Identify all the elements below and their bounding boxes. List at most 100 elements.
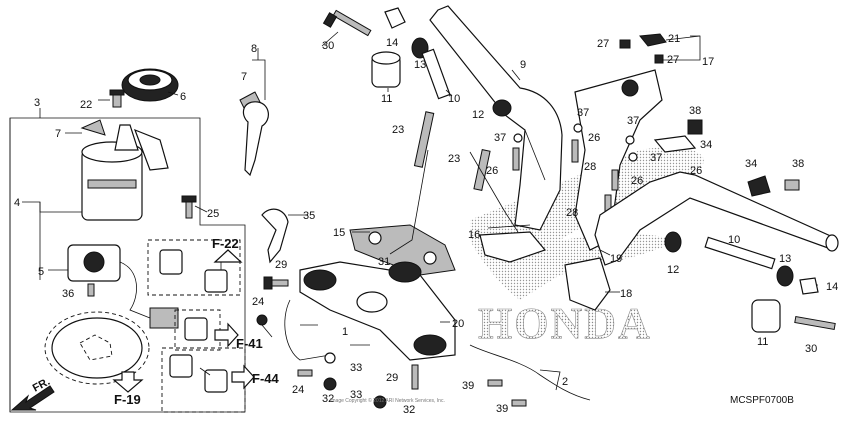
key-cap-part	[80, 91, 263, 136]
f22-detail-group	[147, 239, 243, 296]
callout-2: 2	[562, 376, 568, 388]
callout-12b: 12	[667, 264, 679, 276]
switch-cover-part	[121, 68, 179, 102]
callout-26d: 26	[690, 165, 702, 177]
lower-bolts-group	[297, 352, 527, 409]
honda-watermark-text: HONDA	[478, 299, 652, 348]
grip-11-top-part	[371, 51, 401, 88]
screw-22-part	[109, 89, 125, 108]
callout-32a: 32	[322, 393, 334, 405]
callout-25: 25	[207, 208, 219, 220]
bolt-24-part	[256, 314, 268, 326]
grip-11-right-part	[751, 299, 781, 333]
callout-33b: 33	[350, 389, 362, 401]
screw-36-part	[87, 283, 95, 297]
callout-1: 1	[342, 326, 348, 338]
callout-27a: 27	[597, 38, 609, 50]
bolt-23-part	[413, 111, 491, 191]
callout-32b: 32	[403, 404, 415, 416]
callout-23b: 23	[448, 153, 460, 165]
callout-4: 4	[14, 197, 20, 209]
callout-10b: 10	[728, 234, 740, 246]
callout-11a: 11	[381, 93, 392, 105]
wire-2-part	[469, 344, 591, 401]
callout-6: 6	[180, 91, 186, 103]
clip-21-part	[639, 33, 667, 47]
ref-f44: F-44	[252, 371, 280, 386]
callout-13b: 13	[779, 253, 791, 265]
ref-f22: F-22	[212, 236, 239, 251]
bolt-30-right-part	[794, 315, 836, 331]
front-direction-arrow	[10, 385, 55, 411]
weight-10-top-part	[421, 48, 451, 100]
f19-arrow	[112, 371, 144, 393]
key-part	[242, 48, 269, 177]
callout-8: 8	[251, 43, 257, 55]
clamp-35-part	[261, 208, 289, 264]
callout-22: 22	[80, 99, 92, 111]
callout-30b: 30	[805, 343, 817, 355]
callout-31: 31	[378, 256, 390, 268]
lower-bracket-part	[479, 231, 611, 311]
bolt-25-part	[181, 195, 197, 219]
ref-f41: F-41	[236, 336, 263, 351]
callout-23a: 23	[392, 124, 404, 136]
callout-37a: 37	[577, 107, 589, 119]
callout-12a: 12	[472, 109, 484, 121]
bolt-30-top-part	[322, 9, 372, 37]
callout-29b: 29	[386, 372, 398, 384]
ref-f19: F-19	[114, 392, 141, 407]
callout-39b: 39	[496, 403, 508, 415]
callout-26c: 26	[631, 175, 643, 187]
callout-3: 3	[34, 97, 40, 109]
callout-14a: 14	[386, 37, 398, 49]
lock-cover-plate	[44, 311, 150, 385]
callout-20: 20	[452, 318, 464, 330]
callout-19: 19	[610, 253, 622, 265]
callout-34a: 34	[700, 139, 712, 151]
callout-38a: 38	[689, 105, 701, 117]
callout-17: 17	[702, 56, 714, 68]
callout-27b: 27	[667, 54, 679, 66]
leader-lines	[22, 31, 818, 391]
callout-28b: 28	[566, 207, 578, 219]
callout-7a: 7	[55, 128, 61, 140]
callout-9: 9	[520, 59, 526, 71]
diagram-code: MCSPF0700B	[730, 395, 794, 406]
wire-1-part	[284, 299, 331, 361]
callout-11b: 11	[757, 336, 768, 348]
callout-24b: 24	[292, 384, 304, 396]
bolt-29-part	[263, 276, 289, 290]
callout-37d: 37	[650, 152, 662, 164]
ignition-switch-assembly-box	[9, 108, 246, 413]
callout-5: 5	[38, 266, 44, 278]
small-bolts-group	[512, 39, 664, 214]
clip-14-part	[384, 7, 406, 29]
callout-37c: 37	[627, 115, 639, 127]
callout-28a: 28	[584, 161, 596, 173]
callout-10a: 10	[448, 93, 460, 105]
callout-14b: 14	[826, 281, 838, 293]
callout-26b: 26	[486, 165, 498, 177]
callout-36: 36	[62, 288, 74, 300]
clip-34-right-part	[747, 175, 800, 197]
callout-24a: 24	[252, 296, 264, 308]
right-weight-group	[664, 231, 819, 295]
handlebar-holder-part	[574, 69, 663, 251]
bar-end-12-part	[492, 99, 512, 117]
switch-unit-part	[67, 244, 179, 329]
callout-7b: 7	[241, 71, 247, 83]
callout-labels: 1 2 3 4 5 6 7 7 8 9 10 10 11 11 12 12 13…	[14, 33, 838, 416]
f41-detail-group	[174, 309, 239, 351]
steering-stem-part	[299, 261, 456, 361]
handlebar-left-part	[429, 5, 563, 231]
callout-18: 18	[620, 288, 632, 300]
callout-26a: 26	[588, 132, 600, 144]
handlebar-right-part	[594, 171, 839, 266]
top-bridge-part	[349, 224, 456, 276]
callout-21: 21	[668, 33, 680, 45]
callout-16: 16	[468, 229, 480, 241]
callout-38b: 38	[792, 158, 804, 170]
copyright-notice: Image Copyright © 2012 ARI Network Servi…	[330, 397, 445, 404]
